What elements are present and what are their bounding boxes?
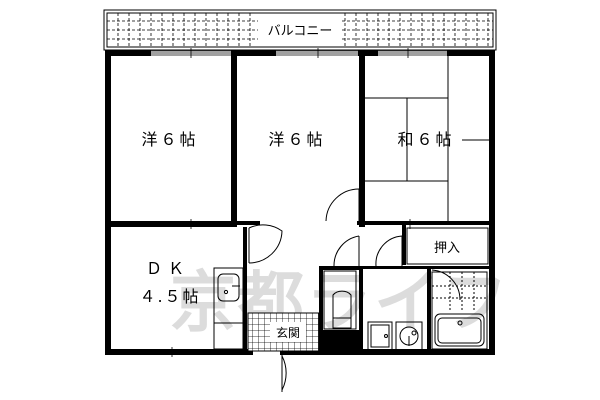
closet-label: 押入: [434, 241, 460, 256]
tatami-lines: [365, 56, 489, 221]
balcony-label: バルコニー: [268, 24, 333, 39]
balcony: バルコニー: [103, 9, 497, 51]
toilet: [323, 270, 357, 330]
doors: [248, 188, 461, 392]
western-room-2-label: 洋６帖: [268, 130, 325, 149]
dk-label-line2: ４.５帖: [139, 287, 200, 306]
closet: 押入: [406, 227, 489, 265]
entrance: 玄関: [247, 312, 320, 352]
washing-area: [367, 321, 423, 351]
windows: [140, 48, 475, 357]
japanese-room-label: 和６帖: [397, 130, 454, 149]
dk-label-line1: ＤＫ: [146, 259, 190, 278]
kitchen-counter: [213, 267, 244, 350]
bathroom: [431, 271, 488, 350]
entrance-label: 玄関: [276, 325, 300, 340]
western-room-1-label: 洋６帖: [141, 130, 198, 149]
